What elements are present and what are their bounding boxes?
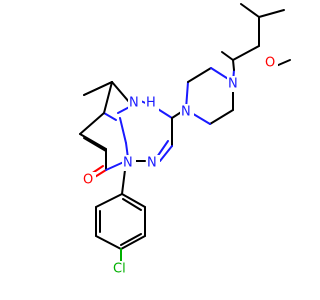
atom-n-piperazine-1: N: [181, 105, 191, 120]
atom-o-methoxy: O: [265, 56, 275, 71]
atom-cl: Cl: [113, 262, 126, 277]
atom-n-ring-bottom: N: [123, 156, 133, 171]
bond-lines: [79, 3, 291, 265]
atom-nh-h: H: [146, 96, 156, 111]
atom-o-carbonyl: O: [83, 173, 93, 188]
atom-n-top-left: N: [129, 96, 139, 111]
atom-labels: N H N N N N O O Cl: [82, 55, 278, 277]
atom-n-piperazine-2: N: [228, 77, 238, 92]
atom-n-triazine: N: [147, 156, 157, 171]
molecule-structure-diagram: N H N N N N O O Cl: [79, 3, 291, 277]
